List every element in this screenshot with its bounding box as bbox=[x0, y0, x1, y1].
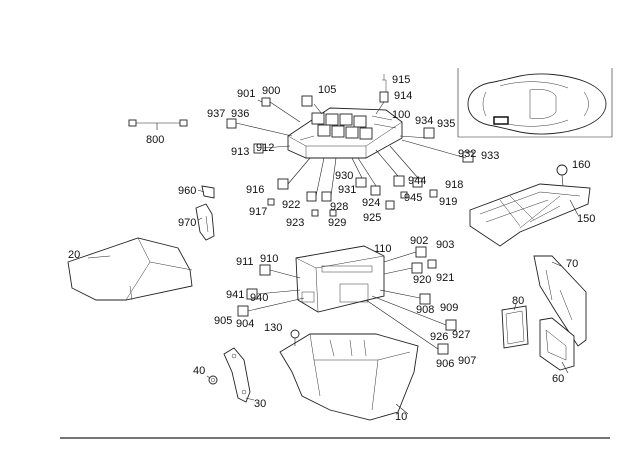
callout-904: 904 bbox=[236, 318, 254, 330]
callout-914: 914 bbox=[394, 90, 412, 102]
part-160-screw bbox=[556, 164, 568, 187]
callout-70: 70 bbox=[566, 258, 578, 270]
callout-936: 936 bbox=[231, 108, 249, 120]
callout-922: 922 bbox=[282, 199, 300, 211]
connector-group-upper bbox=[226, 97, 474, 217]
callout-931: 931 bbox=[338, 184, 356, 196]
callout-927: 927 bbox=[452, 329, 470, 341]
callout-20: 20 bbox=[68, 249, 80, 261]
callout-926: 926 bbox=[430, 331, 448, 343]
callout-901: 901 bbox=[237, 88, 255, 100]
callout-10: 10 bbox=[395, 411, 407, 423]
callout-929: 929 bbox=[328, 217, 346, 229]
callout-903: 903 bbox=[436, 239, 454, 251]
callout-960: 960 bbox=[178, 185, 196, 197]
part-80-panel bbox=[501, 305, 529, 349]
part-800-cable bbox=[128, 119, 188, 130]
callout-912: 912 bbox=[256, 142, 274, 154]
part-130-bolt bbox=[290, 329, 300, 346]
callout-105: 105 bbox=[318, 84, 336, 96]
callout-80: 80 bbox=[512, 295, 524, 307]
callout-910: 910 bbox=[260, 253, 278, 265]
callout-923: 923 bbox=[286, 217, 304, 229]
part-10-housing bbox=[279, 333, 419, 421]
callout-920: 920 bbox=[413, 274, 431, 286]
callout-900: 900 bbox=[262, 85, 280, 97]
part-70-side-panel bbox=[533, 255, 587, 347]
car-top-view-icon bbox=[467, 73, 607, 135]
part-20-cover bbox=[67, 237, 193, 301]
part-970-bracket bbox=[195, 203, 215, 241]
callout-100: 100 bbox=[392, 109, 410, 121]
locator-inset bbox=[457, 68, 613, 138]
callout-913: 913 bbox=[231, 146, 249, 158]
callout-130: 130 bbox=[264, 322, 282, 334]
part-960-clip bbox=[201, 185, 215, 199]
part-40-grommet bbox=[208, 375, 218, 385]
callout-908: 908 bbox=[416, 304, 434, 316]
callout-918: 918 bbox=[445, 179, 463, 191]
callout-150: 150 bbox=[577, 213, 595, 225]
callout-921: 921 bbox=[436, 272, 454, 284]
callout-907: 907 bbox=[458, 355, 476, 367]
callout-933: 933 bbox=[481, 150, 499, 162]
leaders-lower bbox=[247, 251, 447, 350]
part-110-control-unit bbox=[295, 245, 385, 313]
part-100-fuse-relay-box bbox=[287, 74, 403, 159]
callout-919: 919 bbox=[439, 196, 457, 208]
callout-110: 110 bbox=[374, 243, 392, 255]
callout-970: 970 bbox=[178, 217, 196, 229]
callout-labels: 10 20 30 40 60 70 80 100 105 110 130 150… bbox=[68, 74, 595, 423]
callout-906: 906 bbox=[436, 358, 454, 370]
callout-909: 909 bbox=[440, 302, 458, 314]
leaders-misc bbox=[87, 189, 579, 415]
callout-160: 160 bbox=[572, 159, 590, 171]
leaders-upper bbox=[235, 99, 467, 197]
callout-932: 932 bbox=[458, 148, 476, 160]
callout-924: 924 bbox=[362, 197, 380, 209]
callout-911: 911 bbox=[236, 256, 254, 268]
callout-930: 930 bbox=[335, 170, 353, 182]
fuse-box-location-marker bbox=[493, 116, 509, 125]
callout-40: 40 bbox=[193, 365, 205, 377]
part-150-tray bbox=[469, 183, 591, 247]
part-60-frame bbox=[539, 317, 575, 371]
callout-916: 916 bbox=[246, 184, 264, 196]
callout-905: 905 bbox=[214, 315, 232, 327]
callout-937: 937 bbox=[207, 108, 225, 120]
callout-928: 928 bbox=[330, 201, 348, 213]
part-30-bracket bbox=[223, 347, 251, 403]
callout-800: 800 bbox=[146, 134, 164, 146]
callout-925: 925 bbox=[363, 212, 381, 224]
callout-60: 60 bbox=[552, 373, 564, 385]
callout-917: 917 bbox=[249, 206, 267, 218]
callout-934: 934 bbox=[415, 115, 433, 127]
callout-941: 941 bbox=[226, 289, 244, 301]
callout-915: 915 bbox=[392, 74, 410, 86]
callout-30: 30 bbox=[254, 398, 266, 410]
callout-945: 945 bbox=[404, 192, 422, 204]
callout-940: 940 bbox=[250, 292, 268, 304]
callout-902: 902 bbox=[410, 235, 428, 247]
callout-944: 944 bbox=[408, 175, 426, 187]
callout-935: 935 bbox=[437, 118, 455, 130]
